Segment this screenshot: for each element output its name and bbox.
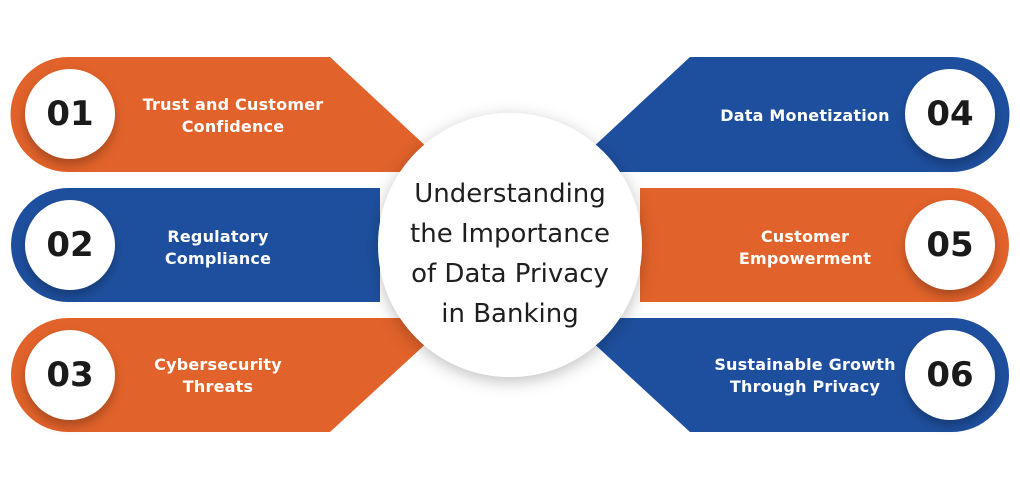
banner-03 <box>11 318 430 432</box>
item-label-01-line-2: Confidence <box>181 117 285 136</box>
number-circle-03 <box>25 330 115 420</box>
number-circle-04 <box>905 69 995 159</box>
center-title-line-4: in Banking <box>441 299 579 329</box>
center-title: Understanding the Importance of Data Pri… <box>388 174 632 334</box>
item-label-01: Trust and Customer Confidence <box>118 94 348 138</box>
item-label-04-line-1: Data Monetization <box>720 106 890 125</box>
number-circle-05 <box>905 200 995 290</box>
item-label-02-line-1: Regulatory <box>167 227 269 246</box>
item-label-05: Customer Empowerment <box>700 226 910 270</box>
item-label-01-line-1: Trust and Customer <box>142 95 324 114</box>
item-label-02-line-2: Compliance <box>164 249 272 268</box>
banner-04 <box>590 57 1010 172</box>
center-title-line-1: Understanding <box>414 179 606 209</box>
item-label-03-line-1: Cybersecurity <box>154 355 282 374</box>
number-circle-02 <box>25 200 115 290</box>
item-label-06-line-2: Through Privacy <box>729 377 881 396</box>
item-label-03-line-2: Threats <box>182 377 254 396</box>
banner-01 <box>10 57 431 172</box>
number-circle-01 <box>25 69 115 159</box>
item-label-05-line-2: Empowerment <box>738 249 872 268</box>
item-number-02: 02 <box>46 225 94 265</box>
item-number-05: 05 <box>926 225 974 265</box>
center-circle <box>378 113 642 377</box>
item-label-03: Cybersecurity Threats <box>118 354 318 398</box>
item-label-06: Sustainable Growth Through Privacy <box>690 354 920 398</box>
center-title-line-2: the Importance <box>410 219 610 249</box>
number-circle-06 <box>905 330 995 420</box>
item-number-03: 03 <box>46 355 94 395</box>
banner-06 <box>590 318 1009 432</box>
item-label-06-line-1: Sustainable Growth <box>714 355 896 374</box>
item-label-05-line-1: Customer <box>760 227 850 246</box>
item-number-06: 06 <box>926 355 974 395</box>
item-number-04: 04 <box>926 94 974 134</box>
item-number-01: 01 <box>46 94 94 134</box>
item-label-02: Regulatory Compliance <box>118 226 318 270</box>
item-label-04: Data Monetization <box>700 105 910 127</box>
center-title-line-3: of Data Privacy <box>411 259 609 289</box>
